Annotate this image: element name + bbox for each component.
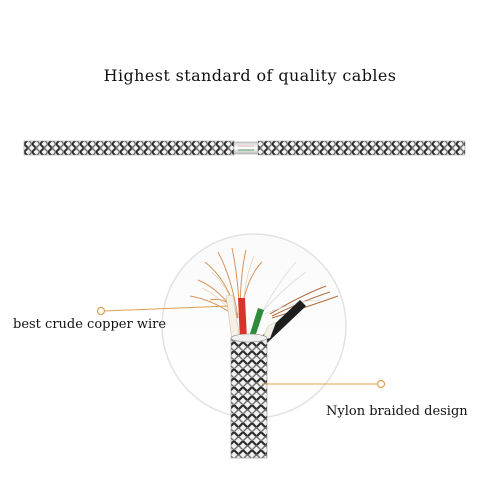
cable-joint bbox=[233, 141, 259, 155]
white-fine-strands bbox=[261, 261, 321, 315]
copper-callout bbox=[96, 305, 229, 316]
callout-dot bbox=[376, 379, 386, 389]
vertical-cable bbox=[230, 333, 268, 459]
nylon-braid-label: Nylon braided design bbox=[326, 404, 468, 419]
red-wire bbox=[238, 298, 247, 340]
inner-wires bbox=[225, 294, 306, 344]
callout-dot bbox=[96, 306, 106, 316]
green-wire bbox=[248, 308, 264, 340]
nylon-callout bbox=[262, 379, 386, 389]
horizontal-cable bbox=[23, 140, 466, 156]
page-title: Highest standard of quality cables bbox=[103, 66, 397, 85]
copper-wire-label: best crude copper wire bbox=[13, 317, 167, 332]
